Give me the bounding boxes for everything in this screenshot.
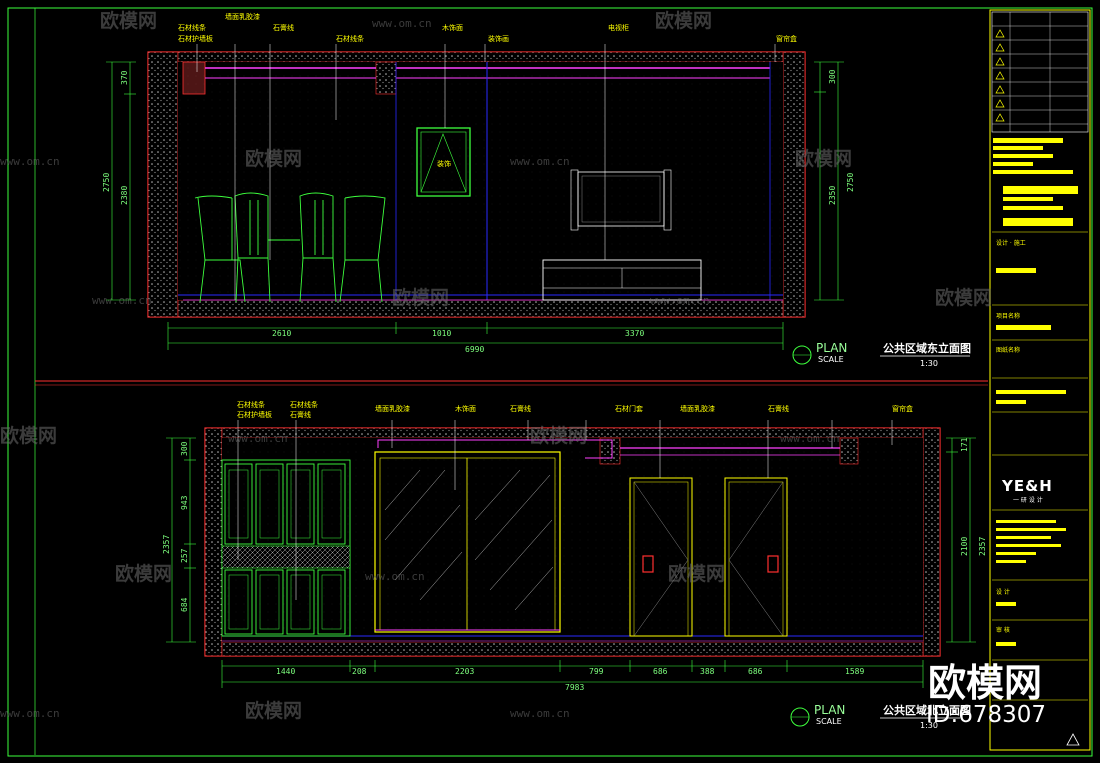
dim-e2-6: 388 — [700, 667, 715, 676]
logo: YE&H — [1001, 477, 1053, 495]
svg-text:欧模网: 欧模网 — [530, 424, 587, 447]
svg-text:257: 257 — [180, 548, 189, 563]
svg-text:图纸名称: 图纸名称 — [996, 346, 1020, 354]
svg-text:窗帘盒: 窗帘盒 — [892, 404, 913, 413]
svg-text:欧模网: 欧模网 — [245, 699, 302, 722]
svg-text:SCALE: SCALE — [816, 717, 842, 726]
svg-text:www.om.cn: www.om.cn — [780, 432, 840, 445]
svg-text:石材护墙板: 石材护墙板 — [178, 34, 213, 43]
svg-text:www.om.cn: www.om.cn — [92, 294, 152, 307]
dim-e2-1: 1440 — [276, 667, 295, 676]
svg-text:石膏线: 石膏线 — [510, 404, 531, 413]
logo-sub: 一 研 设 计 — [1013, 496, 1043, 504]
svg-text:2357: 2357 — [162, 535, 171, 554]
svg-text:300: 300 — [828, 69, 837, 84]
svg-text:www.om.cn: www.om.cn — [0, 707, 60, 720]
svg-text:2750: 2750 — [846, 173, 855, 192]
dim-e1-2: 1010 — [432, 329, 451, 338]
svg-text:欧模网: 欧模网 — [655, 9, 712, 32]
svg-text:684: 684 — [180, 597, 189, 612]
svg-text:石材线条: 石材线条 — [290, 400, 318, 409]
svg-text:171: 171 — [960, 437, 969, 452]
plan-label-2: PLAN — [814, 703, 845, 717]
svg-text:木饰面: 木饰面 — [455, 404, 476, 413]
dim-e2-7: 686 — [748, 667, 763, 676]
svg-text:墙面乳胶漆: 墙面乳胶漆 — [225, 12, 260, 21]
svg-text:欧模网: 欧模网 — [115, 562, 172, 585]
svg-text:石材线条: 石材线条 — [336, 34, 364, 43]
elevation-east: 装饰 — [102, 12, 971, 368]
svg-text:www.om.cn: www.om.cn — [365, 570, 425, 583]
svg-text:石材门套: 石材门套 — [615, 404, 643, 413]
svg-text:370: 370 — [120, 70, 129, 85]
sheet-border — [7, 7, 1093, 757]
svg-text:SCALE: SCALE — [818, 355, 844, 364]
elevation-north: 石材线条 石材护墙板 石材线条 石膏线 墙面乳胶漆 木饰面 石膏线 石材门套 墙… — [162, 400, 987, 730]
watermarks: 欧模网 欧模网 欧模网 欧模网 欧模网 欧模网 欧模网 欧模网 欧模网 欧模网 … — [0, 9, 992, 722]
svg-text:300: 300 — [180, 441, 189, 456]
dim-e2-8: 1589 — [845, 667, 864, 676]
dim-e2-4: 799 — [589, 667, 604, 676]
svg-text:设计 · 施工: 设计 · 施工 — [996, 239, 1026, 247]
dim-e2-total: 7983 — [565, 683, 584, 692]
svg-text:2100: 2100 — [960, 537, 969, 556]
svg-text:审 核: 审 核 — [996, 626, 1010, 634]
dim-e1-1: 2610 — [272, 329, 291, 338]
watermark-id: ID:678307 — [926, 702, 1046, 728]
title-block: 设计 · 施工 项目名称 设 计 审 核 图纸名称 YE&H 一 研 设 计 — [989, 9, 1091, 751]
svg-text:设 计: 设 计 — [996, 588, 1010, 596]
dim-e1-total: 6990 — [465, 345, 484, 354]
elevation-north-scale: 1:30 — [920, 721, 938, 730]
svg-text:欧模网: 欧模网 — [935, 286, 992, 309]
svg-text:欧模网: 欧模网 — [100, 9, 157, 32]
plan-label-1: PLAN — [816, 341, 847, 355]
elevation-east-notes: 石材线条 石材护墙板 墙面乳胶漆 石膏线 石材线条 木饰面 装饰画 电视柜 窗帘… — [178, 12, 797, 43]
watermark-brand: 欧模网 — [928, 661, 1042, 705]
svg-text:项目名称: 项目名称 — [996, 312, 1020, 320]
svg-text:装饰画: 装饰画 — [488, 34, 509, 43]
svg-text:石膏线: 石膏线 — [768, 404, 789, 413]
svg-text:欧模网: 欧模网 — [392, 286, 449, 309]
svg-text:石材线条: 石材线条 — [178, 23, 206, 32]
dim-e2-5: 686 — [653, 667, 668, 676]
svg-text:石材护墙板: 石材护墙板 — [237, 410, 272, 419]
svg-text:www.om.cn: www.om.cn — [650, 294, 710, 307]
svg-text:木饰面: 木饰面 — [442, 23, 463, 32]
svg-text:墙面乳胶漆: 墙面乳胶漆 — [680, 404, 715, 413]
svg-text:2750: 2750 — [102, 173, 111, 192]
svg-text:石材线条: 石材线条 — [237, 400, 265, 409]
dim-e2-3: 2203 — [455, 667, 474, 676]
svg-text:2350: 2350 — [828, 186, 837, 205]
svg-text:欧模网: 欧模网 — [668, 562, 725, 585]
svg-text:欧模网: 欧模网 — [0, 424, 57, 447]
svg-text:欧模网: 欧模网 — [245, 147, 302, 170]
svg-text:943: 943 — [180, 495, 189, 510]
elevation-east-scale: 1:30 — [920, 359, 938, 368]
svg-text:2357: 2357 — [978, 537, 987, 556]
elevation-north-title: 公共区域北立面图 — [883, 703, 971, 717]
svg-text:2380: 2380 — [120, 186, 129, 205]
svg-text:www.om.cn: www.om.cn — [0, 155, 60, 168]
svg-text:墙面乳胶漆: 墙面乳胶漆 — [375, 404, 410, 413]
svg-text:www.om.cn: www.om.cn — [228, 432, 288, 445]
picture-tag: 装饰 — [437, 159, 451, 168]
svg-text:www.om.cn: www.om.cn — [372, 17, 432, 30]
svg-text:www.om.cn: www.om.cn — [510, 155, 570, 168]
svg-text:www.om.cn: www.om.cn — [510, 707, 570, 720]
svg-text:石膏线: 石膏线 — [273, 23, 294, 32]
dim-e1-3: 3370 — [625, 329, 644, 338]
svg-text:石膏线: 石膏线 — [290, 410, 311, 419]
dim-e2-2: 208 — [352, 667, 367, 676]
elevation-east-title: 公共区域东立面图 — [883, 341, 971, 355]
svg-text:窗帘盒: 窗帘盒 — [776, 34, 797, 43]
svg-text:欧模网: 欧模网 — [795, 147, 852, 170]
elevation-north-notes: 石材线条 石材护墙板 石材线条 石膏线 墙面乳胶漆 木饰面 石膏线 石材门套 墙… — [237, 400, 913, 419]
svg-text:电视柜: 电视柜 — [608, 23, 629, 32]
